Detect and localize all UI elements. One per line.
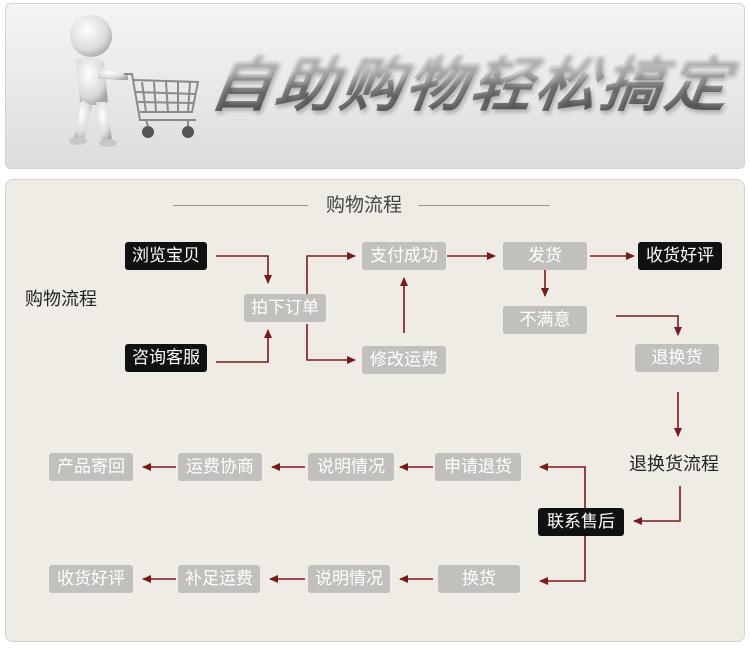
node-explain-return: 说明情况: [308, 453, 394, 481]
node-apply-return: 申请退货: [435, 453, 521, 481]
node-place-order: 拍下订单: [244, 294, 326, 322]
node-confirm-review: 收货好评: [638, 242, 722, 270]
node-explain-exchange: 说明情况: [308, 565, 390, 593]
title-rule-left: [173, 205, 308, 206]
banner-title: 自助购物轻松搞定: [205, 44, 736, 124]
node-negotiate-shipping: 运费协商: [178, 453, 262, 481]
side-label-shopping-flow: 购物流程: [25, 289, 97, 310]
node-exchange: 换货: [438, 565, 520, 593]
node-supplement-shipping: 补足运费: [178, 565, 260, 593]
node-payment-success: 支付成功: [362, 242, 446, 270]
return-flow-label: 退换货流程: [629, 454, 719, 475]
node-browse: 浏览宝贝: [125, 242, 207, 270]
node-return-exchange: 退换货: [635, 344, 719, 372]
shopping-cart-figure-icon: [69, 15, 200, 147]
node-receive-review: 收货好评: [49, 565, 133, 593]
header-banner: 自助购物轻松搞定: [5, 3, 745, 169]
node-contact-after-sales: 联系售后: [538, 508, 624, 536]
node-send-back: 产品寄回: [49, 453, 133, 481]
panel-title: 购物流程: [325, 194, 402, 216]
title-rule-right: [418, 205, 550, 206]
node-unsatisfied: 不满意: [503, 306, 587, 334]
node-modify-shipping: 修改运费: [362, 346, 446, 374]
node-consult: 咨询客服: [125, 344, 207, 372]
node-ship: 发货: [503, 242, 587, 270]
